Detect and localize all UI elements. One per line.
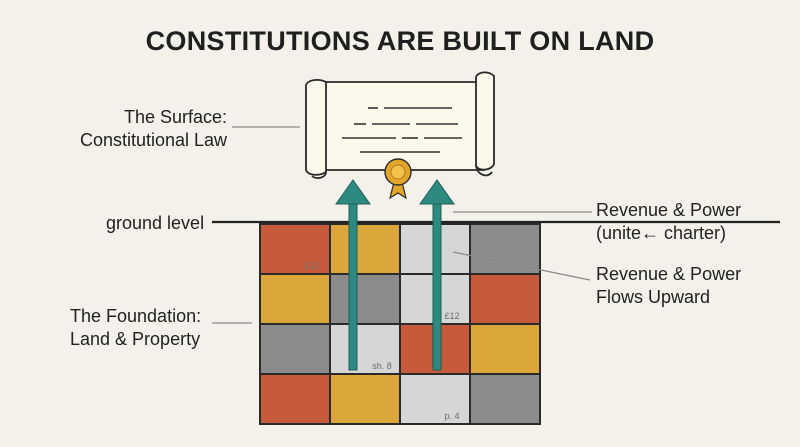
land-parcel-3-2 <box>399 373 471 425</box>
revenue-charter-line-1: Revenue & Power <box>596 200 742 220</box>
diagram-title: CONSTITUTIONS ARE BUILT ON LAND <box>145 26 655 56</box>
revenue-charter-line-2: (unite← charter) <box>596 223 727 243</box>
land-parcel-0-0 <box>259 223 331 275</box>
arrow-left-icon <box>335 179 371 371</box>
arrow-right-icon <box>419 179 455 371</box>
land-parcel-0-1 <box>329 223 401 275</box>
land-grid: £12 £12 sh. 8 p. 4 <box>259 223 541 425</box>
seal-icon <box>384 158 412 200</box>
parcel-annotation: sh. 8 <box>372 361 392 371</box>
land-parcel-1-0 <box>259 273 331 325</box>
revenue-flows-leader-line <box>452 251 591 281</box>
land-parcel-3-1 <box>329 373 401 425</box>
land-parcel-2-3 <box>469 323 541 375</box>
land-parcel-1-3 <box>469 273 541 325</box>
surface-label-line-1: The Surface: <box>124 107 228 127</box>
foundation-label-line-2: Land & Property <box>70 329 201 349</box>
foundation-label: The Foundation: Land & Property <box>70 305 201 351</box>
scroll-text-lines <box>342 107 462 153</box>
ground-level-label: ground level <box>106 213 205 233</box>
land-parcel-1-1 <box>329 273 401 325</box>
revenue-flows-label: Revenue & Power Flows Upward <box>596 263 741 309</box>
land-parcel-2-0 <box>259 323 331 375</box>
revenue-flows-line-2: Flows Upward <box>596 287 711 307</box>
surface-label-line-2: Constitutional Law <box>79 130 228 150</box>
parcel-annotation: £12 <box>304 261 319 271</box>
surface-label: The Surface: Constitutional Law <box>80 106 228 152</box>
parcel-annotation: £12 <box>444 311 459 321</box>
constitution-scroll-icon <box>305 71 495 179</box>
land-parcel-2-1 <box>329 323 401 375</box>
foundation-label-line-1: The Foundation: <box>70 306 202 326</box>
land-parcel-0-3 <box>469 223 541 275</box>
parcel-annotation: p. 4 <box>444 411 459 421</box>
land-parcel-3-0 <box>259 373 331 425</box>
revenue-flows-line-1: Revenue & Power <box>596 264 742 284</box>
revenue-charter-label: Revenue & Power (unite← charter) <box>596 199 741 245</box>
land-parcel-3-3 <box>469 373 541 425</box>
